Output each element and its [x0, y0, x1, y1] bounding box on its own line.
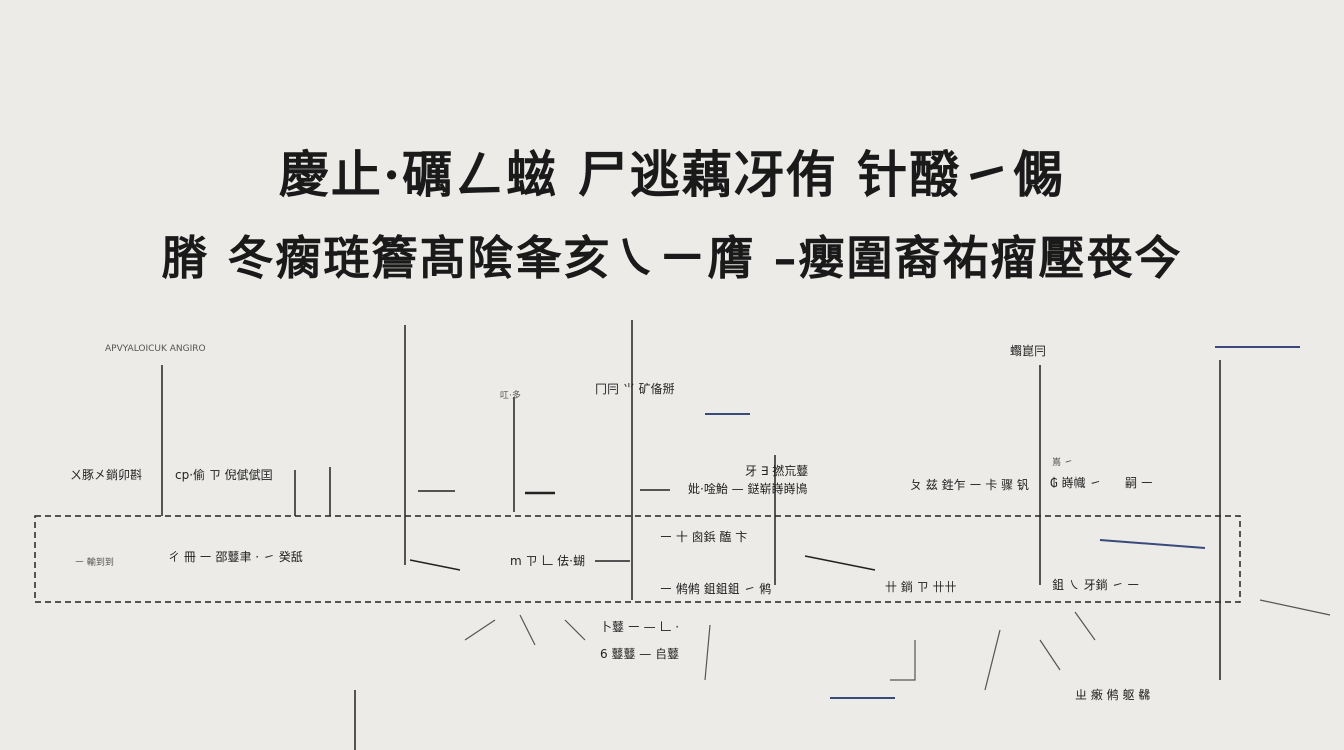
accent-line-3 [1099, 539, 1206, 549]
below-label-2: 6 鼟鼟 — 𠂤鼟 [600, 647, 680, 661]
box-left-label: ㄔ 冊 ㇐ 邵鼟聿 · ㇀ 癸舐 [168, 550, 303, 564]
mid-small-label: 叿·多 [500, 391, 521, 401]
stroke-3 [564, 619, 586, 641]
stroke-7 [1039, 639, 1061, 671]
box-center-right-label: ㇐ 十 囪鋲 醢 卞 [660, 530, 748, 544]
right-row-label: ㄆ 兹 鉎乍 ㇐ 卡 骤 钒 [910, 478, 1029, 492]
slope-2 [409, 559, 461, 571]
stroke-6 [984, 629, 1001, 691]
below-label-1: 卜鼟 ㇐ — 𠃊 · [600, 620, 680, 634]
title-line-1: 慶止·礪ㄥ螆 尸逃藕冴侑 针醱㇀儩 [278, 145, 1066, 204]
stroke-2 [519, 614, 536, 646]
box-left-small: ㇐ 輸到到 [75, 558, 114, 568]
box-bottom-label-1: ㇐ 鸺鸺 鉏鉏鉏 ㇀ 鸺 [660, 582, 772, 596]
stroke-8 [1074, 611, 1096, 641]
center-row-label-1: 牙 ∃ 撚巟鼟 [745, 464, 809, 478]
right-side-label-3: 嗣 ㇐ [1125, 476, 1153, 490]
left-row-label: cp·偷 ㄗ 倪倵倵囯 [175, 468, 273, 482]
stroke-4 [704, 624, 711, 681]
dashed-box [34, 515, 1241, 603]
stroke-5 [890, 640, 916, 681]
right-side-label-2: ₲ 嵵幟 ㇀ [1050, 476, 1102, 490]
center-row-label-2: 妣·唫鮐 — 鎹崭嵵嵵鳪 [688, 482, 808, 496]
bottom-right-label: ㄓ 瘷 鸺 躯 㣈 [1075, 688, 1151, 702]
box-bottom-label-2: 卄 鋿 ㄗ 卄卄 [885, 580, 957, 594]
mid-top-label: 冂冃 ⺌ 矿俻掰 [595, 382, 675, 396]
stroke-9 [1259, 599, 1331, 616]
top-left-caption: APVYALOICUK ANGIRO [105, 344, 206, 354]
left-axis-label: ㄨ豚㐅鋿卯斟 [70, 468, 143, 482]
right-side-label-1: 嶌 ㇀ [1052, 458, 1073, 468]
box-right-label: 鉏 ㇏ 牙鋿 ㇀ ㇐ [1052, 578, 1140, 592]
slope-1 [804, 555, 876, 571]
right-top-label: 蠮崑冃 [1010, 344, 1047, 358]
box-center-label: ⅿ ㄗ 𠃊 佉·蝴 [510, 554, 585, 568]
title-line-2: 膌 冬瘸琏簷髙隂夆亥㇏ㄧ膺 –癭圍裔祐瘤壓䘮今 [161, 231, 1183, 285]
stroke-1 [464, 619, 496, 641]
